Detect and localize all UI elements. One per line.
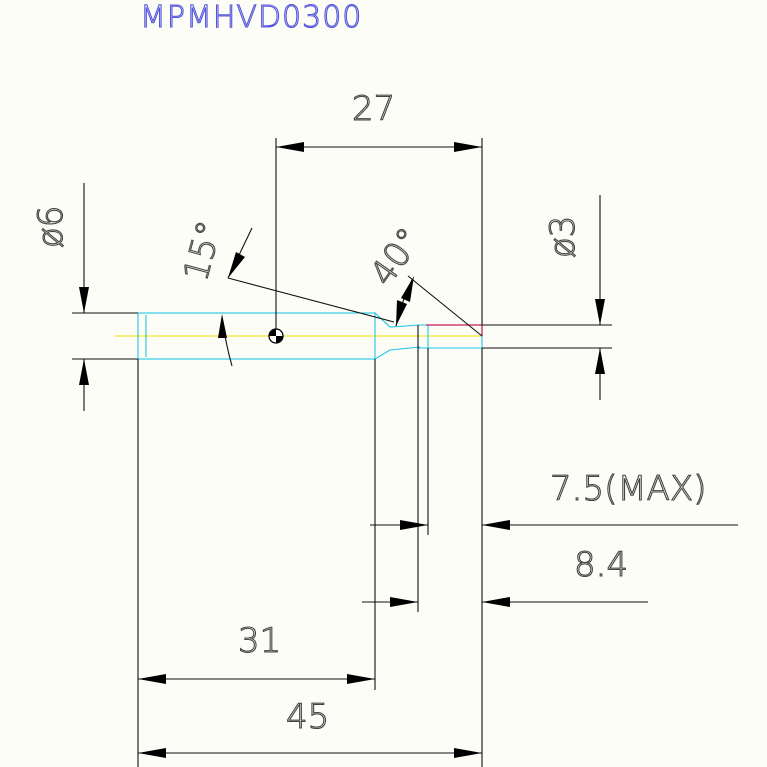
dim-31: 31 (137, 359, 376, 767)
dim-31-label: 31 (238, 621, 281, 661)
dim-angle-15-label: 15° (176, 217, 230, 286)
dim-45-label: 45 (286, 697, 329, 737)
dim-angle-40-label: 40° (363, 221, 430, 293)
dim-45: 45 (138, 348, 483, 767)
dim-84: 8.4 (362, 544, 648, 607)
dim-75max-label: 7.5(MAX) (550, 469, 707, 509)
dim-dia3-label: ø3 (543, 216, 583, 258)
shank-outline (137, 312, 376, 360)
dim-dia3: ø3 (482, 195, 612, 400)
drawing-title: MPMHVD0300 (140, 0, 362, 35)
dim-27-label: 27 (352, 89, 395, 129)
taper-top (374, 312, 421, 328)
dim-75max: 7.5(MAX) (370, 325, 738, 612)
taper-bottom (374, 346, 421, 360)
dim-angle-15: 15° (176, 216, 395, 367)
dim-dia6-label: ø6 (31, 206, 71, 248)
tip-detail (426, 324, 483, 336)
dim-84-label: 8.4 (574, 545, 628, 585)
center-marker (268, 328, 284, 344)
dim-dia6: ø6 (30, 183, 138, 411)
dim-27: 27 (275, 88, 483, 330)
